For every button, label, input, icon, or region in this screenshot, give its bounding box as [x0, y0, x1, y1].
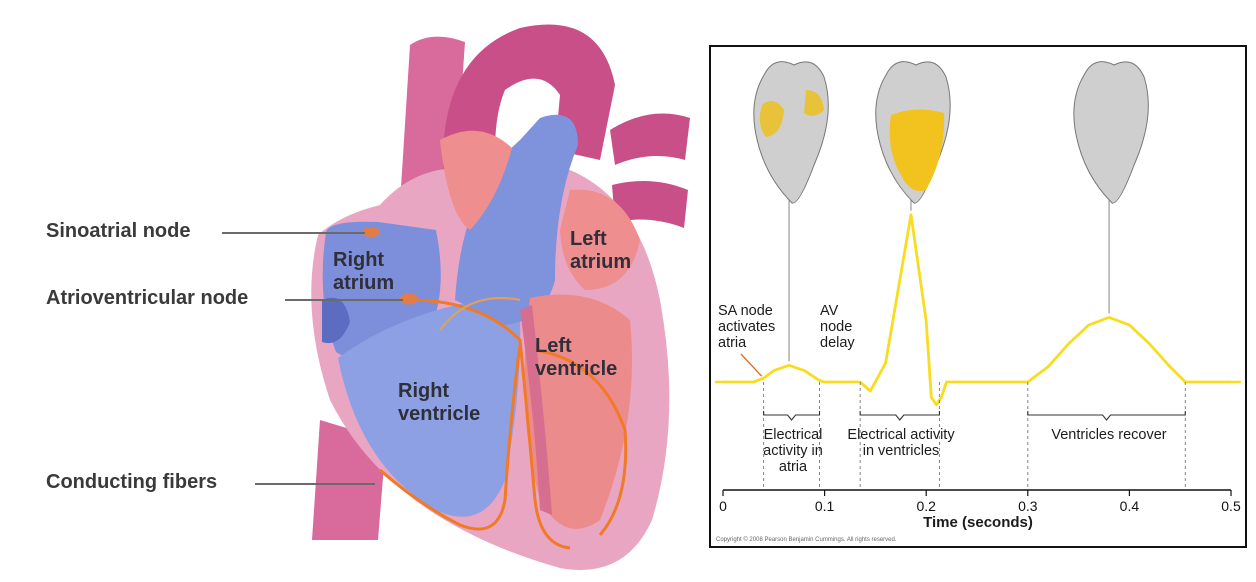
sa-node [362, 227, 380, 237]
x-tick-label-4: 0.4 [1120, 498, 1140, 514]
atrioventricular-node-label: Atrioventricular node [46, 287, 249, 309]
phase-recover-label: Ventricles recover [1051, 427, 1167, 443]
av-node [400, 293, 418, 305]
sinoatrial-node-label: Sinoatrial node [46, 220, 191, 242]
sa-arrow [740, 353, 763, 377]
ecg-trace [723, 213, 1231, 407]
phase-bracket-0 [763, 411, 821, 421]
ecg-chart: 0 0.1 0.2 0.3 0.4 0.5 [715, 61, 1241, 514]
conducting-fibers [379, 297, 628, 550]
mini-heart-icon-1 [875, 61, 951, 204]
left-atrium [560, 189, 640, 290]
x-tick-label-2: 0.2 [916, 498, 936, 514]
phase-bracket-2 [1027, 411, 1186, 421]
x-axis-title: Time (seconds) [923, 514, 1033, 531]
x-tick-label-0: 0 [719, 498, 727, 514]
mini-heart-icon-0 [753, 61, 829, 204]
pulmonary-trunk [455, 114, 578, 326]
atrioventricular-leader [285, 299, 403, 301]
x-tick-label-5: 0.5 [1221, 498, 1241, 514]
x-tick-label-1: 0.1 [815, 498, 835, 514]
conducting-fibers-leader [255, 483, 375, 485]
right-ventricle [338, 302, 521, 517]
copyright: Copyright © 2008 Pearson Benjamin Cummin… [716, 537, 897, 543]
sinoatrial-leader [222, 232, 365, 234]
phase-bracket-1 [859, 411, 940, 421]
conducting-fibers-label: Conducting fibers [46, 471, 218, 493]
x-tick-label-3: 0.3 [1018, 498, 1038, 514]
heart-illustration [311, 24, 690, 570]
mini-heart-icon-2 [1073, 61, 1149, 204]
